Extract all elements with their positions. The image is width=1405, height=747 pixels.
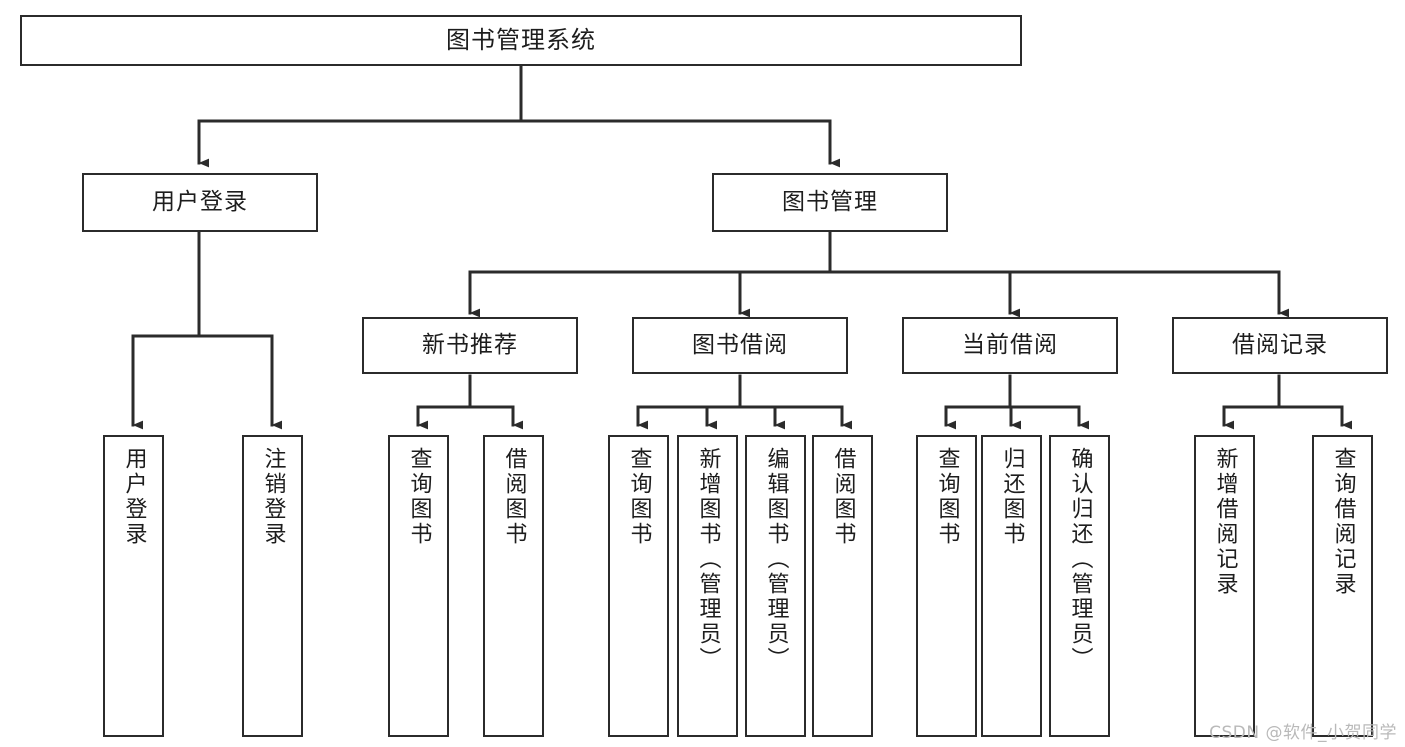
node-current-borrowing-label: 当前借阅	[962, 331, 1058, 358]
node-leaf-user-login-login[interactable]: 用户登录	[103, 435, 164, 737]
node-book-borrowing[interactable]: 图书借阅	[632, 317, 848, 374]
node-leaf-borrow-borrow-book[interactable]: 借阅图书	[812, 435, 873, 737]
node-leaf-borrow-query-book[interactable]: 查询图书	[608, 435, 669, 737]
node-root-system-label: 图书管理系统	[446, 26, 596, 55]
node-leaf-borrow-add-book-admin-label: 新增图书（管理员）	[695, 447, 721, 672]
node-leaf-new-book-query[interactable]: 查询图书	[388, 435, 449, 737]
node-book-management-label: 图书管理	[782, 188, 878, 215]
node-book-borrowing-label: 图书借阅	[692, 331, 788, 358]
node-leaf-borrow-add-book-admin[interactable]: 新增图书（管理员）	[677, 435, 738, 737]
node-user-login[interactable]: 用户登录	[82, 173, 318, 232]
node-leaf-borrow-edit-book-admin-label: 编辑图书（管理员）	[763, 447, 789, 672]
node-leaf-user-login-logout-label: 注销登录	[260, 447, 286, 547]
node-leaf-current-query-book-label: 查询图书	[934, 447, 960, 547]
node-borrowing-record-label: 借阅记录	[1232, 331, 1328, 358]
node-new-book-recommendation-label: 新书推荐	[422, 331, 518, 358]
node-leaf-new-book-query-label: 查询图书	[406, 447, 432, 547]
node-leaf-user-login-logout[interactable]: 注销登录	[242, 435, 303, 737]
csdn-watermark: CSDN @软件_小贺同学	[1209, 723, 1397, 743]
node-leaf-borrow-edit-book-admin[interactable]: 编辑图书（管理员）	[745, 435, 806, 737]
node-book-management[interactable]: 图书管理	[712, 173, 948, 232]
node-leaf-borrow-borrow-book-label: 借阅图书	[830, 447, 856, 547]
node-leaf-user-login-login-label: 用户登录	[121, 447, 147, 547]
node-leaf-current-query-book[interactable]: 查询图书	[916, 435, 977, 737]
node-leaf-record-query[interactable]: 查询借阅记录	[1312, 435, 1373, 737]
node-leaf-new-book-borrow[interactable]: 借阅图书	[483, 435, 544, 737]
node-leaf-record-query-label: 查询借阅记录	[1330, 447, 1356, 597]
node-leaf-current-confirm-return-admin-label: 确认归还（管理员）	[1067, 447, 1093, 672]
node-leaf-borrow-query-book-label: 查询图书	[626, 447, 652, 547]
node-leaf-current-return-book-label: 归还图书	[999, 447, 1025, 547]
node-leaf-record-add-label: 新增借阅记录	[1212, 447, 1238, 597]
node-current-borrowing[interactable]: 当前借阅	[902, 317, 1118, 374]
node-borrowing-record[interactable]: 借阅记录	[1172, 317, 1388, 374]
node-user-login-label: 用户登录	[152, 188, 248, 215]
node-leaf-current-return-book[interactable]: 归还图书	[981, 435, 1042, 737]
node-root-system[interactable]: 图书管理系统	[20, 15, 1022, 66]
node-leaf-new-book-borrow-label: 借阅图书	[501, 447, 527, 547]
node-new-book-recommendation[interactable]: 新书推荐	[362, 317, 578, 374]
node-leaf-record-add[interactable]: 新增借阅记录	[1194, 435, 1255, 737]
node-leaf-current-confirm-return-admin[interactable]: 确认归还（管理员）	[1049, 435, 1110, 737]
